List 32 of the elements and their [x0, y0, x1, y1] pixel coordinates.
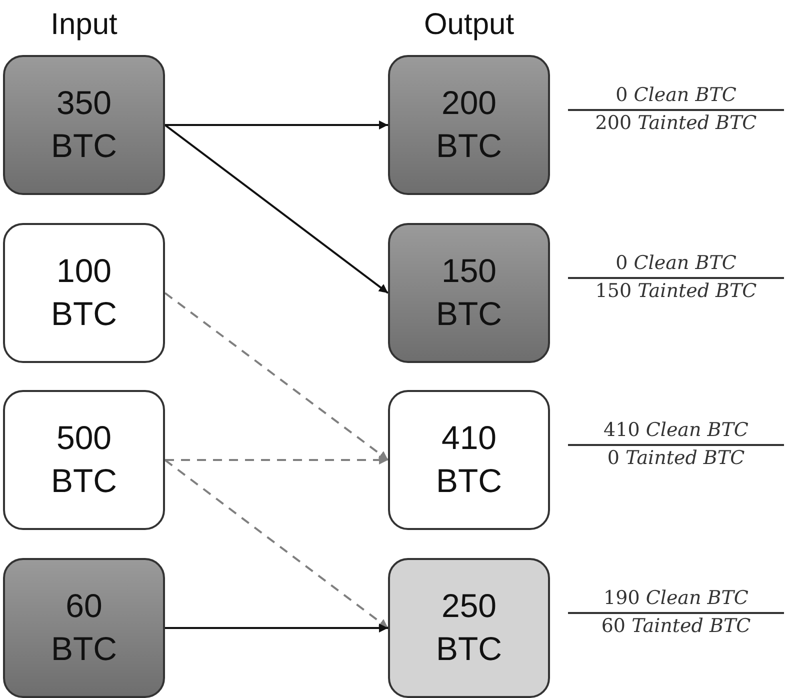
amount-text: 500 BTC	[50, 418, 118, 501]
amount-box	[388, 223, 550, 363]
fraction-numerator: 190 Clean BTC	[602, 586, 750, 611]
amount-text: 250 BTC	[435, 586, 503, 669]
amount-box	[388, 558, 550, 698]
amount-box	[3, 390, 165, 530]
amount-box	[388, 55, 550, 195]
fraction-denominator: 0 Tainted BTC	[606, 446, 746, 471]
amount-text: 350 BTC	[50, 83, 118, 166]
fraction-numerator: 410 Clean BTC	[602, 418, 750, 443]
arrow	[164, 124, 389, 294]
column-heading: Input	[50, 8, 118, 42]
amount-box	[3, 55, 165, 195]
fraction-denominator: 60 Tainted BTC	[600, 614, 752, 639]
amount-box	[3, 223, 165, 363]
amount-box	[3, 558, 165, 698]
arrow	[164, 292, 389, 461]
amount-text: 200 BTC	[435, 83, 503, 166]
fraction-denominator: 150 Tainted BTC	[594, 278, 758, 304]
fraction-denominator: 200 Tainted BTC	[594, 110, 758, 136]
fraction-numerator: 0 Clean BTC	[614, 83, 738, 108]
arrow	[165, 120, 388, 130]
arrow	[164, 459, 389, 629]
amount-box	[388, 390, 550, 530]
arrow	[165, 456, 388, 464]
amount-text: 150 BTC	[435, 251, 503, 334]
amount-text: 100 BTC	[50, 251, 118, 334]
amount-text: 410 BTC	[435, 418, 503, 501]
column-heading: Output	[422, 8, 516, 42]
arrow	[165, 624, 388, 632]
amount-text: 60 BTC	[50, 586, 118, 669]
fraction-numerator: 0 Clean BTC	[614, 251, 738, 276]
